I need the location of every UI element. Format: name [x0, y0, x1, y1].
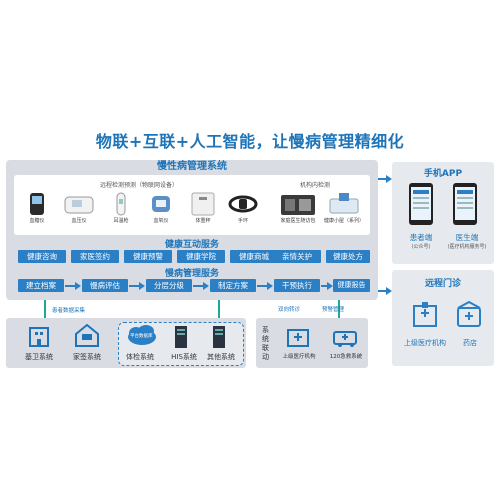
page-headline: 物联+互联+人工智能，让慢病管理精细化	[95, 132, 405, 151]
interaction-services-title: 健康互动服务	[164, 240, 219, 250]
followup-kit-icon	[281, 195, 315, 215]
step-assessment: 慢病评估	[82, 279, 128, 292]
phone-icon	[452, 182, 478, 230]
tijian-system-label: 体检系统	[126, 353, 154, 361]
service-academy: 健康学院	[177, 250, 225, 263]
step-intervention: 干预执行	[274, 279, 320, 292]
upper-hospital-label: 上级医疗机构	[404, 339, 446, 347]
referral-label: 双向转诊	[278, 307, 301, 313]
family-doctor-icon	[74, 322, 100, 352]
connector-line	[378, 178, 388, 180]
flow-arrow	[193, 285, 205, 287]
server-icon	[174, 325, 188, 353]
service-consult: 健康咨询	[18, 250, 66, 263]
mobile-app-title: 手机APP	[423, 169, 463, 179]
mgmt-services-title: 慢病管理服务	[164, 269, 219, 279]
patient-app-label: 患者端	[409, 233, 433, 242]
panel-title: 慢性病管理系统	[157, 161, 227, 172]
scale-icon	[191, 192, 215, 216]
step-stratification: 分层分级	[146, 279, 192, 292]
system-linkage-label: 系统联动	[262, 326, 269, 361]
institution-monitoring-label: 机构内检测	[300, 182, 331, 189]
device-ear-thermometer: 耳温枪	[104, 190, 138, 225]
device-scale: 体重秤	[186, 190, 220, 225]
connector-line	[338, 300, 340, 320]
blood-pressure-monitor-icon	[64, 196, 94, 214]
device-label: 血压仪	[71, 218, 87, 224]
service-prescription: 健康处方	[326, 250, 370, 263]
server-icon	[212, 325, 226, 353]
service-contract: 家医签约	[71, 250, 119, 263]
device-glucometer: 血糖仪	[20, 190, 54, 225]
flow-arrow	[321, 285, 329, 287]
other-system-label: 其他系统	[207, 353, 235, 361]
doctor-app-label: 医生端	[455, 233, 479, 242]
ambulance-icon	[332, 326, 360, 352]
device-wristband: 手环	[226, 190, 260, 225]
device-followup-kit: 家庭医生随访包	[276, 190, 320, 225]
device-label: 家庭医生随访包	[280, 218, 316, 224]
device-label: 血糖仪	[29, 218, 45, 224]
his-system-label: HIS系统	[171, 353, 197, 361]
arrow-right-icon	[386, 175, 392, 183]
oximeter-icon	[152, 196, 170, 212]
flow-arrow	[65, 285, 77, 287]
pharmacy-icon	[456, 300, 482, 332]
device-oximeter: 血氧仪	[144, 190, 178, 225]
arrow-right-icon	[203, 282, 209, 290]
step-report: 健康报告	[333, 279, 370, 292]
building-icon	[26, 322, 52, 352]
data-collection-label: 患者数据采集	[52, 308, 86, 314]
remote-clinic-box	[392, 270, 494, 366]
remote-clinic-title: 远程门诊	[424, 279, 461, 289]
doctor-app-sub: (医疗机构服务号)	[447, 244, 487, 250]
arrow-right-icon	[386, 287, 392, 295]
wristband-icon	[228, 195, 258, 213]
step-archive: 建立档案	[18, 279, 64, 292]
arrow-right-icon	[327, 282, 333, 290]
platform-db-label: 平台数据库	[130, 334, 153, 339]
service-mall: 健康商城	[230, 250, 278, 263]
step-plan: 制定方案	[210, 279, 256, 292]
hospital-icon	[286, 326, 310, 352]
arrow-right-icon	[75, 282, 81, 290]
device-label: 体重秤	[195, 218, 211, 224]
glucometer-icon	[30, 193, 44, 215]
device-label: 耳温枪	[113, 218, 129, 224]
service-family-care: 亲情关护	[273, 250, 321, 263]
alert-label: 预警管理	[322, 307, 345, 313]
emergency-system-label: 120急救系统	[329, 354, 363, 360]
arrow-right-icon	[267, 282, 273, 290]
jiwei-system-label: 基卫系统	[25, 353, 53, 361]
hospital-icon	[412, 300, 438, 332]
device-health-kiosk: 健康小屋（系列）	[322, 190, 366, 225]
upper-hospital-bottom-label: 上级医疗机构	[282, 354, 316, 360]
arrow-right-icon	[139, 282, 145, 290]
flow-arrow	[129, 285, 141, 287]
remote-monitoring-label: 远程检测预测（物联网设备）	[100, 182, 179, 189]
device-label: 健康小屋（系列）	[323, 218, 364, 224]
device-blood-pressure: 血压仪	[62, 190, 96, 225]
device-label: 血氧仪	[153, 218, 169, 224]
pharmacy-label: 药店	[463, 339, 477, 347]
cloud-database-icon	[126, 324, 158, 350]
ear-thermometer-icon	[116, 192, 126, 216]
connector-line	[218, 300, 220, 320]
health-kiosk-icon	[329, 193, 359, 214]
jiaqian-system-label: 家签系统	[73, 353, 101, 361]
connector-line	[44, 300, 46, 320]
connector-line	[378, 290, 388, 292]
device-label: 手环	[237, 218, 248, 224]
service-warning: 健康预警	[124, 250, 172, 263]
phone-icon	[408, 182, 434, 230]
patient-app-sub: (公众号)	[411, 244, 431, 250]
flow-arrow	[257, 285, 269, 287]
